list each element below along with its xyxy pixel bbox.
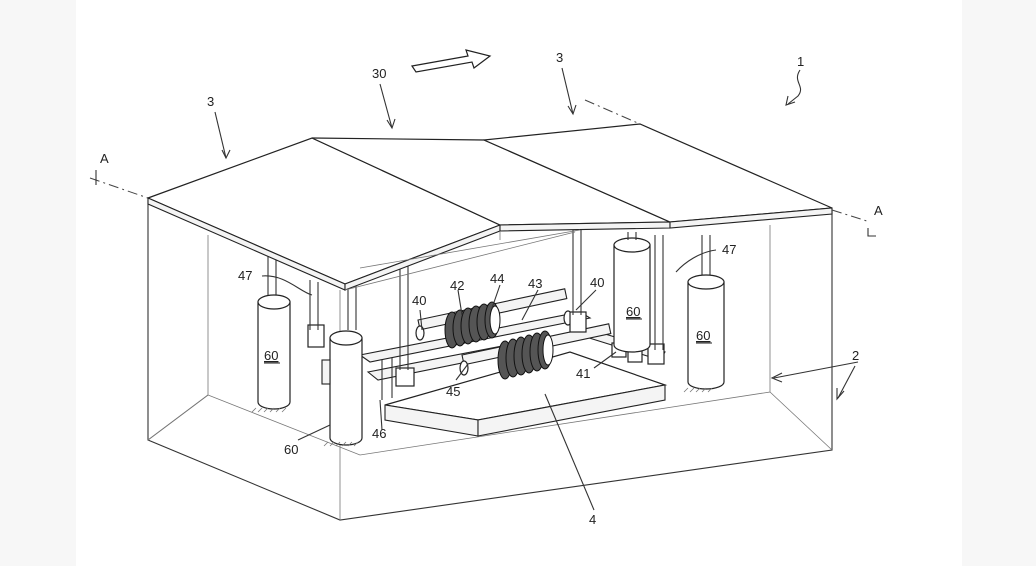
ref-label-2: 2: [852, 348, 859, 363]
base-slab: [384, 351, 668, 437]
ref-label-a-left: A: [100, 151, 109, 166]
ref-label-41: 41: [576, 366, 590, 381]
ref-label-3-right: 3: [556, 50, 563, 65]
ref-label-43: 43: [528, 276, 542, 291]
ref-label-40-right: 40: [590, 275, 604, 290]
ref-label-60-right-front: 60: [696, 328, 710, 343]
ground-hatch: [251, 387, 713, 447]
roof-right: [481, 123, 833, 229]
roof-inner-edges: [344, 229, 581, 291]
foundation-pit: [147, 200, 833, 521]
ref-label-60-left-back: 60: [264, 348, 278, 363]
ref-label-4: 4: [589, 512, 596, 527]
brackets: [307, 311, 665, 387]
cylinder-right-back: [613, 232, 651, 353]
ref-label-42: 42: [450, 278, 464, 293]
cylinder-right-front: [687, 235, 725, 390]
ref-label-44: 44: [490, 271, 504, 286]
ref-label-47-left: 47: [238, 268, 252, 283]
section-line-a-a: [89, 99, 876, 237]
ref-label-40-left: 40: [412, 293, 426, 308]
spring-coil-lower: [497, 330, 554, 380]
ref-label-30: 30: [372, 66, 386, 81]
ref-label-1: 1: [797, 54, 804, 69]
cylinder-left-back: [257, 232, 291, 410]
leader-lines: [214, 67, 859, 511]
direction-arrow: [410, 49, 492, 73]
ref-label-60-left-front: 60: [284, 442, 298, 457]
ref-label-45: 45: [446, 384, 460, 399]
ref-label-46: 46: [372, 426, 386, 441]
right-margin: [962, 0, 1036, 566]
cylinder-left-front: [321, 330, 363, 446]
roof-posts: [309, 228, 664, 370]
ref-label-60-right-back: 60: [626, 304, 640, 319]
spring-coil-upper: [444, 301, 501, 349]
ref-label-3-left: 3: [207, 94, 214, 109]
ref-label-a-right: A: [874, 203, 883, 218]
ref-label-47-right: 47: [722, 242, 736, 257]
left-margin: [0, 0, 76, 566]
